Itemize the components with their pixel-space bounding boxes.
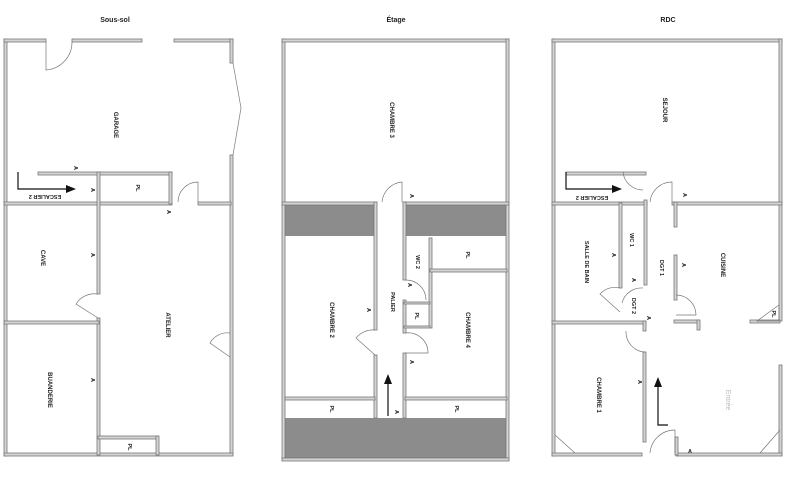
room-wc-1: WC 1	[628, 233, 634, 247]
door	[404, 279, 427, 301]
mark-a: A	[610, 253, 616, 257]
room-chambre-2: CHAMBRE 2	[328, 302, 334, 338]
walls	[551, 38, 783, 457]
room-escalier: ESCALIER 2	[576, 194, 608, 200]
door	[209, 332, 231, 358]
room-pl: PL	[453, 405, 459, 413]
door	[75, 293, 99, 319]
room-pl: PL	[328, 405, 334, 413]
room-atelier: ATELIER	[164, 312, 170, 338]
room-pl: PL	[126, 443, 132, 451]
arrow-head	[66, 185, 76, 193]
room-cuisine: CUISINE	[719, 253, 725, 277]
mark-a: A	[688, 449, 692, 455]
door	[675, 294, 697, 316]
room-chambre-4: CHAMBRE 4	[464, 312, 470, 348]
room-wc-2: WC 2	[414, 255, 420, 269]
room-salle-de-bain: SALLE DE BAIN	[583, 241, 589, 283]
plan-etage: Étage CHAMBRE 3 CH	[281, 15, 510, 462]
mark-a: A	[645, 316, 651, 320]
door	[649, 181, 673, 203]
door	[355, 329, 376, 356]
mark-a: A	[89, 378, 95, 382]
door	[45, 41, 73, 71]
entrance-door	[649, 429, 676, 454]
arrow-head	[612, 185, 622, 193]
mark-a: A	[630, 278, 636, 282]
mark-a: A	[408, 194, 414, 198]
mark-a: A	[636, 380, 642, 384]
void-area	[285, 418, 507, 459]
door	[622, 171, 644, 191]
mark-a: A	[365, 308, 371, 312]
mark-a: A	[406, 283, 412, 287]
plan-title: RDC	[660, 17, 675, 24]
room-cave: CAVE	[39, 250, 45, 266]
room-buanderie: BUANDERIE	[46, 372, 52, 408]
window	[232, 62, 242, 156]
stair-arrow	[565, 172, 616, 190]
mark-a: A	[680, 263, 686, 267]
door	[625, 330, 646, 353]
room-chambre-3: CHAMBRE 3	[388, 102, 394, 138]
arrow-head	[384, 374, 392, 384]
door	[177, 181, 199, 203]
mark-a: A	[681, 193, 687, 197]
room-garage: GARAGE	[112, 112, 118, 138]
plan-title: Étage	[386, 15, 405, 24]
room-pl: PL	[464, 251, 470, 259]
room-entree: Entrée	[724, 390, 731, 411]
door	[621, 287, 644, 304]
room-palier: PALIER	[389, 292, 395, 312]
room-escalier: ESCALIER 2	[29, 193, 61, 199]
void-area	[285, 203, 375, 236]
door	[404, 332, 429, 354]
wall-corner	[554, 434, 576, 454]
wall-corner	[759, 429, 781, 454]
mark-a: A	[393, 410, 399, 414]
mark-a: A	[408, 360, 414, 364]
room-pl: PL	[134, 184, 140, 192]
room-dgt-2: DGT 2	[630, 298, 636, 314]
walls	[281, 38, 510, 462]
door	[599, 287, 621, 313]
mark-a: A	[89, 188, 95, 192]
walls	[3, 38, 234, 457]
closet	[755, 304, 780, 322]
mark-a: A	[72, 166, 78, 170]
room-chambre-1: CHAMBRE 1	[595, 377, 601, 413]
plan-title: Sous-sol	[100, 17, 130, 24]
void-area	[406, 203, 507, 236]
room-pl: PL	[413, 312, 419, 320]
room-pl: PL	[770, 310, 776, 318]
mark-a: A	[165, 210, 171, 214]
mark-a: A	[89, 253, 95, 257]
room-dgt-1: DGT 1	[658, 260, 664, 276]
room-sejour: SEJOUR	[661, 98, 667, 123]
door	[381, 181, 403, 203]
stair-arrow	[17, 172, 72, 190]
arrow-head	[654, 377, 662, 387]
plan-rdc: RDC	[551, 17, 783, 457]
stair-arrow	[657, 385, 668, 426]
plan-sous-sol: Sous-sol GARAGE ESCALIER 2 PL	[3, 17, 242, 457]
